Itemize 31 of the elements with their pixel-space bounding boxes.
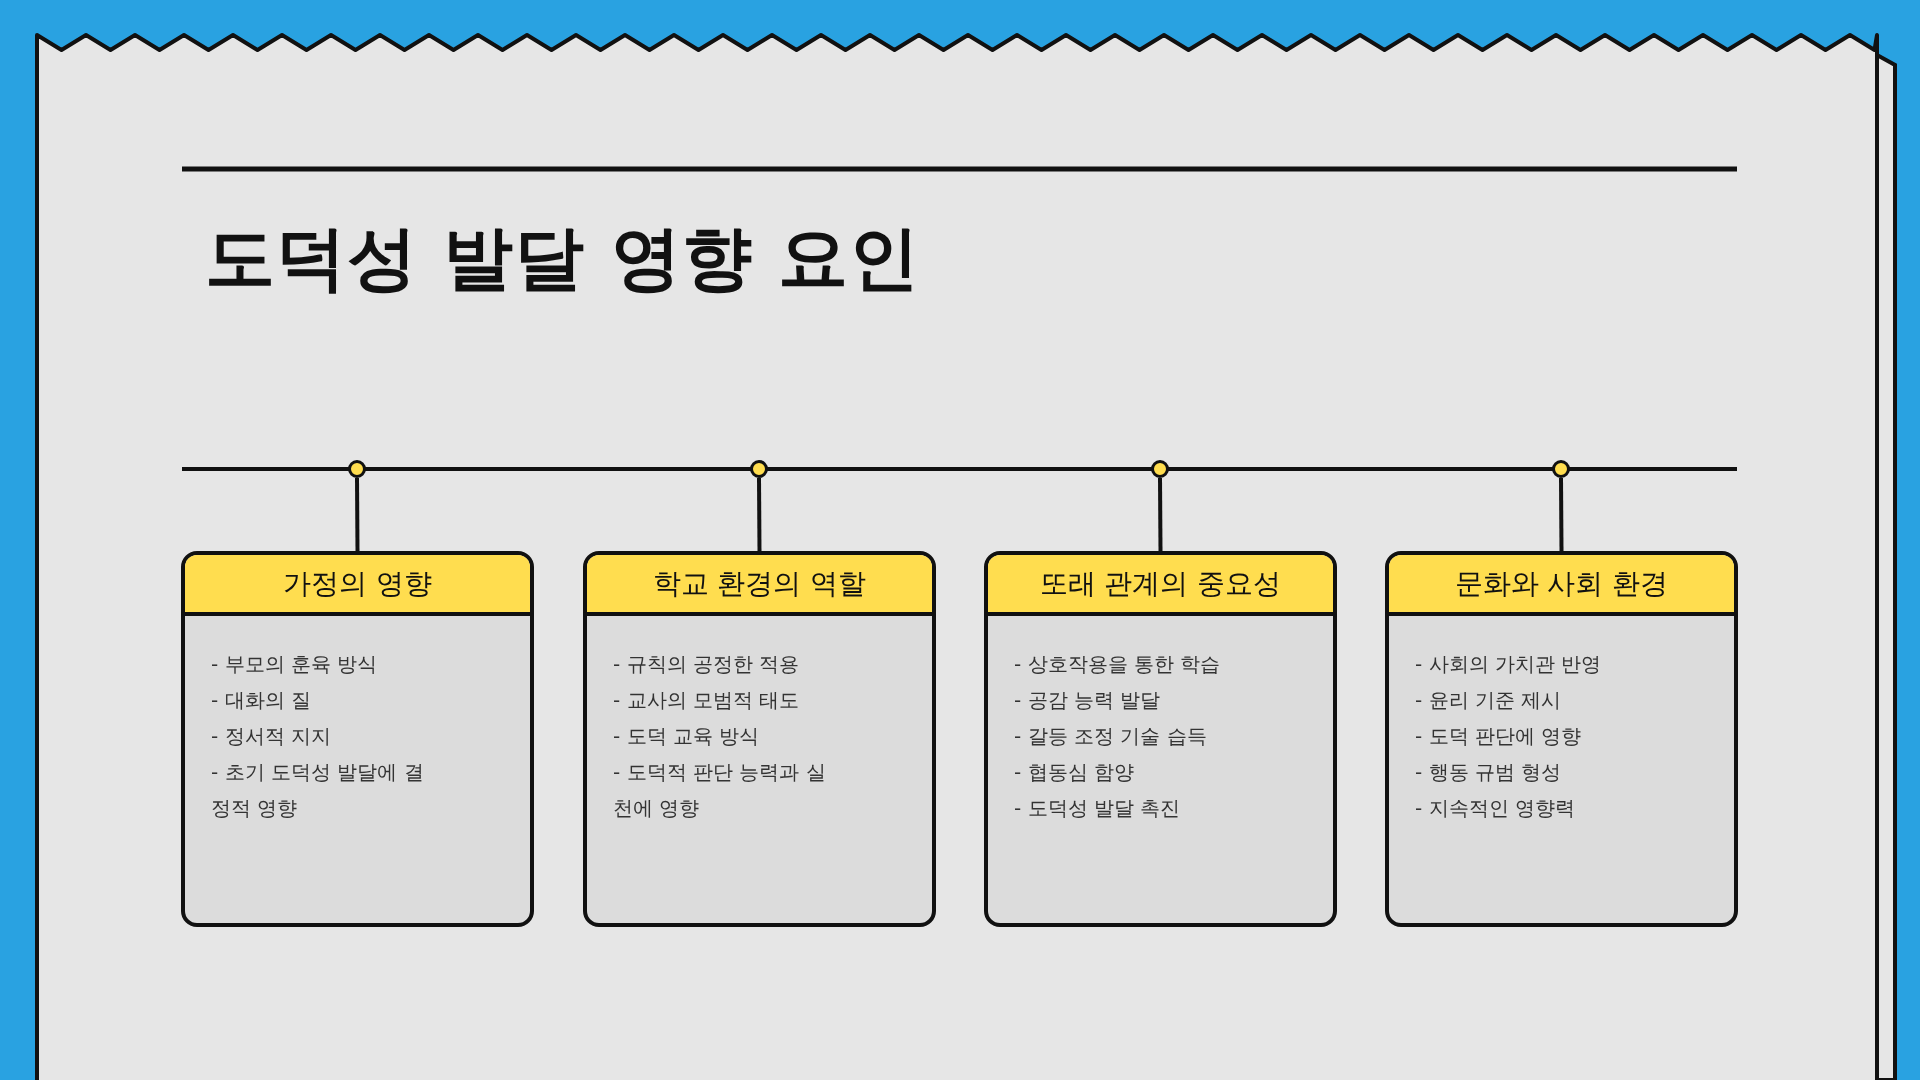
list-item: - 도덕성 발달 촉진	[1014, 795, 1182, 822]
list-item: - 지속적인 영향력	[1415, 795, 1576, 822]
card-heading: 학교 환경의 역할	[587, 555, 932, 616]
list-item: - 부모의 훈육 방식	[211, 651, 379, 678]
connector-line	[355, 478, 360, 551]
list-item: - 대화의 질	[211, 687, 312, 714]
connector-line	[1559, 478, 1564, 551]
list-item: - 사회의 가치관 반영	[1415, 651, 1603, 678]
list-item: - 협동심 함양	[1014, 759, 1135, 786]
list-item: - 교사의 모범적 태도	[613, 687, 801, 714]
card-heading: 문화와 사회 환경	[1389, 555, 1734, 616]
list-item: - 윤리 기준 제시	[1415, 687, 1563, 714]
card-background	[181, 551, 534, 927]
list-item: - 초기 도덕성 발달에 결정적 영향	[211, 759, 425, 822]
list-item: - 도덕 판단에 영향	[1415, 723, 1583, 750]
list-item: - 상호작용을 통한 학습	[1014, 651, 1222, 678]
list-item: - 공감 능력 발달	[1014, 687, 1162, 714]
list-item: - 갈등 조정 기술 습득	[1014, 723, 1208, 750]
card-heading: 가정의 영향	[185, 555, 530, 616]
list-item: - 정서적 지지	[211, 723, 332, 750]
card-heading: 또래 관계의 중요성	[988, 555, 1333, 616]
card-background	[1385, 551, 1738, 927]
list-item: - 행동 규범 형성	[1415, 759, 1563, 786]
connector-line	[1158, 478, 1163, 551]
list-item: - 도덕 교육 방식	[613, 723, 761, 750]
card-background	[984, 551, 1337, 927]
card-background	[583, 551, 936, 927]
connector-line	[757, 478, 762, 551]
list-item: - 규칙의 공정한 적용	[613, 651, 801, 678]
title: 도덕성 발달 영향 요인	[205, 216, 921, 301]
list-item: - 도덕적 판단 능력과 실천에 영향	[613, 759, 827, 822]
